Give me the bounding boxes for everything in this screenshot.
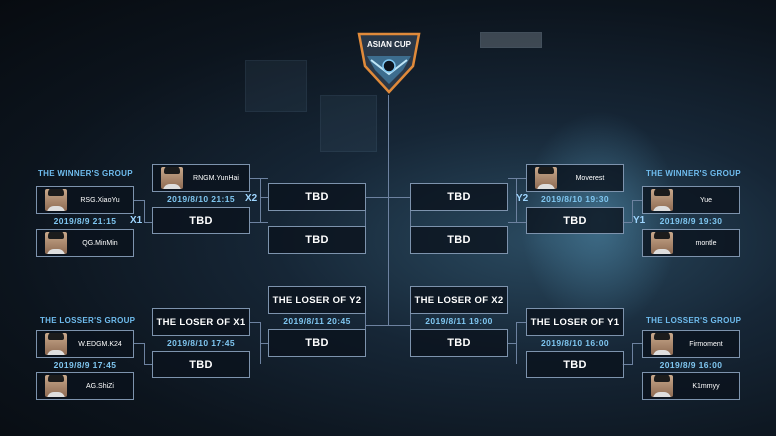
player-avatar (45, 333, 67, 355)
connector-line (632, 200, 642, 201)
tbd-slot[interactable]: TBD (410, 183, 508, 211)
player-name: RNGM.YunHai (193, 174, 239, 182)
connector-line (250, 322, 260, 323)
match-date: 2019/8/10 19:30 (541, 194, 609, 204)
background-window (245, 60, 307, 112)
connector-line (365, 325, 411, 326)
player-name: montle (695, 239, 717, 247)
connector-line (260, 343, 268, 344)
player-avatar (651, 232, 673, 254)
connector-line (508, 222, 526, 223)
connector-line (516, 322, 526, 323)
connector-line (622, 222, 632, 223)
match-date: 2019/8/11 19:00 (425, 316, 493, 326)
connector-line (365, 197, 411, 198)
player-card-yunhai[interactable]: RNGM.YunHai (152, 164, 250, 192)
player-name: Moverest (575, 174, 605, 182)
connector-line (508, 178, 526, 179)
asian-cup-logo: ASIAN CUP (355, 26, 423, 96)
connector-line (410, 197, 411, 240)
connector-line (260, 197, 268, 198)
connector-line (516, 322, 517, 364)
player-avatar (45, 375, 67, 397)
connector-line (516, 178, 517, 222)
connector-line (260, 178, 261, 222)
match-id-y2: Y2 (516, 193, 529, 204)
connector-line (632, 343, 642, 344)
group-title-winner-left: THE WINNER'S GROUP (38, 169, 133, 178)
connector-line (144, 343, 145, 365)
loser-of-y1-slot[interactable]: THE LOSER OF Y1 (526, 308, 624, 336)
player-name: Firmoment (689, 340, 723, 348)
match-date: 2019/8/9 17:45 (53, 360, 117, 370)
connector-line (144, 222, 152, 223)
player-name: Yue (699, 196, 713, 204)
player-avatar (45, 232, 67, 254)
connector-line (144, 364, 152, 365)
tbd-slot[interactable]: TBD (526, 207, 624, 234)
player-avatar (651, 189, 673, 211)
player-card-minmin[interactable]: QG.MinMin (36, 229, 134, 257)
player-card-yue[interactable]: Yue (642, 186, 740, 214)
tbd-slot[interactable]: TBD (152, 351, 250, 378)
connector-line (365, 197, 366, 240)
background-window (320, 95, 377, 152)
connector-line (144, 200, 145, 222)
player-name: AG.ShiZi (85, 382, 114, 390)
connector-line (410, 300, 411, 343)
group-title-loser-left: THE LOSSER'S GROUP (40, 316, 136, 325)
tbd-slot[interactable]: TBD (410, 226, 508, 254)
player-card-klmmyy[interactable]: K1mmyy (642, 372, 740, 400)
connector-line (508, 343, 516, 344)
player-card-edgm[interactable]: W.EDGM.K24 (36, 330, 134, 358)
connector-line (622, 364, 632, 365)
player-avatar (45, 189, 67, 211)
connector-line (388, 95, 389, 325)
match-date: 2019/8/10 16:00 (541, 338, 609, 348)
tbd-slot[interactable]: TBD (268, 226, 366, 254)
match-date: 2019/8/11 20:45 (283, 316, 351, 326)
connector-line (632, 200, 633, 222)
player-avatar (535, 167, 557, 189)
match-date: 2019/8/9 21:15 (53, 216, 117, 226)
tbd-slot[interactable]: TBD (526, 351, 624, 378)
player-card-moverest[interactable]: Moverest (526, 164, 624, 192)
connector-line (134, 200, 144, 201)
group-title-loser-right: THE LOSSER'S GROUP (646, 316, 742, 325)
group-title-winner-right: THE WINNER'S GROUP (646, 169, 741, 178)
player-card-montle[interactable]: montle (642, 229, 740, 257)
player-name: W.EDGM.K24 (78, 340, 122, 348)
tbd-slot[interactable]: TBD (410, 329, 508, 357)
background-light (480, 32, 542, 48)
player-card-xiaoyu[interactable]: RSG.XiaoYu (36, 186, 134, 214)
match-date: 2019/8/9 16:00 (659, 360, 723, 370)
connector-line (250, 222, 268, 223)
loser-of-x2-slot[interactable]: THE LOSER OF X2 (410, 286, 508, 314)
player-card-firmoment[interactable]: Firmoment (642, 330, 740, 358)
match-id-x1: X1 (130, 215, 143, 226)
loser-of-y2-slot[interactable]: THE LOSER OF Y2 (268, 286, 366, 314)
player-avatar (651, 333, 673, 355)
logo-text: ASIAN CUP (366, 40, 411, 49)
match-date: 2019/8/10 17:45 (167, 338, 235, 348)
tbd-slot[interactable]: TBD (268, 329, 366, 357)
player-name: K1mmyy (692, 382, 720, 390)
match-id-y1: Y1 (633, 215, 646, 226)
player-avatar (161, 167, 183, 189)
player-name: QG.MinMin (82, 239, 118, 247)
tbd-slot[interactable]: TBD (268, 183, 366, 211)
connector-line (632, 343, 633, 365)
match-date: 2019/8/10 21:15 (167, 194, 235, 204)
match-date: 2019/8/9 19:30 (659, 216, 723, 226)
loser-of-x1-slot[interactable]: THE LOSER OF X1 (152, 308, 250, 336)
connector-line (134, 343, 144, 344)
connector-line (365, 300, 366, 343)
player-avatar (651, 375, 673, 397)
player-name: RSG.XiaoYu (80, 196, 120, 204)
match-id-x2: X2 (245, 193, 258, 204)
connector-line (250, 178, 268, 179)
player-card-shizi[interactable]: AG.ShiZi (36, 372, 134, 400)
tbd-slot[interactable]: TBD (152, 207, 250, 234)
